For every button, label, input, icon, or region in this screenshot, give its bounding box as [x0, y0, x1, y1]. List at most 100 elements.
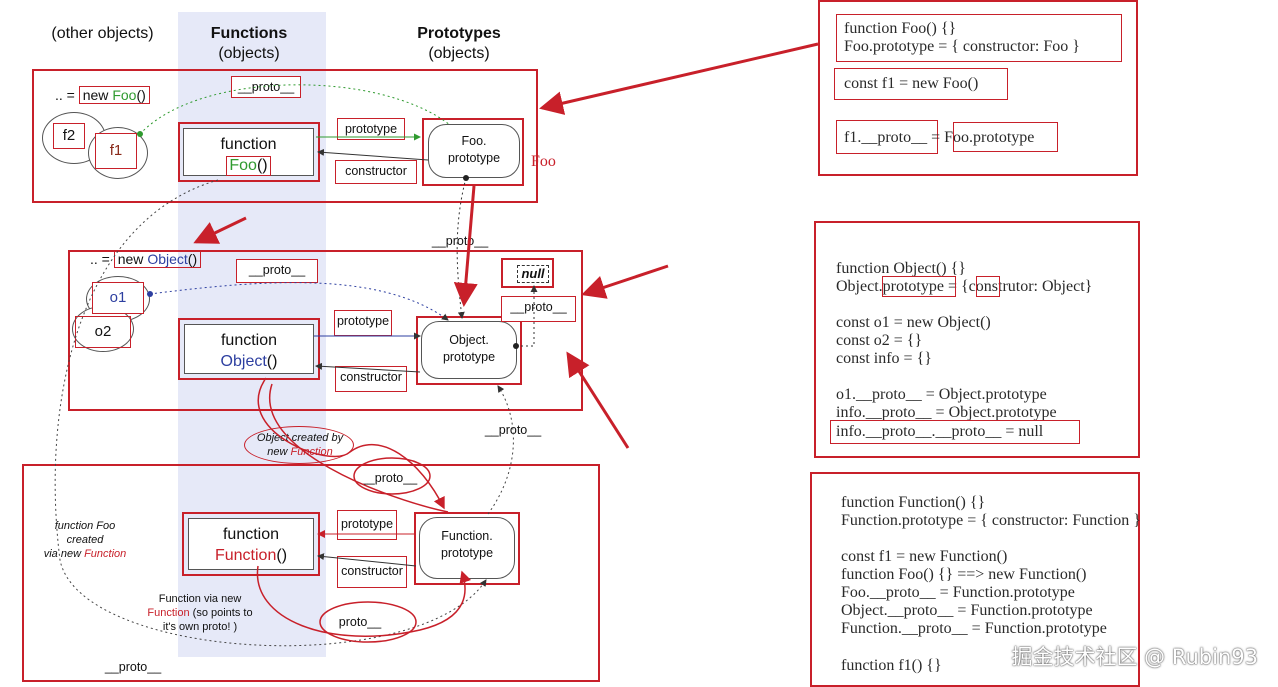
code-object-line3: const o1 = new Object() [836, 314, 991, 331]
object-function-node: function Object() [184, 324, 314, 374]
object-section-frame [68, 250, 583, 411]
function-self-note-line3: it's own proto! ) [162, 621, 238, 633]
new-object-expression: .. = new Object() [90, 250, 202, 268]
null-node: null [517, 265, 549, 283]
object-function-paren: () [266, 353, 278, 370]
f1-to-foo-prototype-dotted [139, 84, 451, 135]
o1-connector-dot [147, 291, 153, 297]
foo-function-name: Foo [229, 157, 257, 174]
foo-constructor-link-label: constructor [335, 160, 417, 184]
annotation-arrow-to-null [581, 264, 669, 299]
code-foo-line3: const f1 = new Foo() [844, 75, 979, 92]
new-foo-box: new Foo() [78, 86, 150, 104]
code-object-line8: info.__proto__.__proto__ = null [836, 423, 1044, 440]
object-function-frame [178, 318, 320, 380]
functions-header-sub: (objects) [218, 45, 280, 62]
object-constructor-link [315, 362, 421, 373]
annotation-arrow-foo-prototype-down [453, 185, 478, 307]
function-section-frame [22, 464, 600, 682]
annotation-curve-object-to-function-proto [257, 377, 445, 510]
foo-created-note: function Foo created via new Function [40, 519, 130, 561]
function-prototype-to-object-prototype-dotted [487, 385, 514, 515]
f1-object-label: f1 [95, 133, 137, 169]
annotation-circle-object-proto [353, 457, 431, 495]
annotation-arrow-to-object-section [566, 351, 630, 449]
foo-instance-proto-label: __proto__ [231, 76, 301, 98]
code-function-line1: function Function() {} [841, 494, 986, 511]
code-object-line4: const o2 = {} [836, 332, 923, 349]
code-foo-line4-right: Foo.prototype [944, 129, 1035, 146]
foo-created-note-line2: created [66, 534, 104, 546]
function-self-note-line2b: (so points to [189, 607, 253, 619]
new-foo-paren: () [136, 87, 146, 103]
foo-prototype-link-label: prototype [337, 118, 405, 140]
object-prototype-line1: Object. [449, 333, 489, 347]
function-prototype-line1: Function. [441, 529, 493, 543]
function-self-note: Function via new Function (so points to … [144, 592, 256, 634]
object-created-note-line2a: new [267, 446, 291, 458]
prototypes-header-sub: (objects) [428, 45, 490, 62]
function-constructor-link [317, 553, 417, 567]
object-prototype-line2: prototype [442, 350, 496, 364]
functions-header-title: Functions [210, 25, 288, 42]
foo-function-keyword: function [220, 136, 277, 153]
code-panel-foo-def-box [836, 14, 1122, 62]
foo-prototype-proto-label: __proto__ [431, 234, 489, 248]
code-object-null-box [830, 420, 1080, 444]
f2-object-label: f2 [53, 123, 85, 149]
code-function-line5: Foo.__proto__ = Function.prototype [841, 584, 1075, 601]
o2-object-label: o2 [75, 316, 131, 348]
foo-constructor-link [317, 148, 429, 161]
prototypes-header: Prototypes (objects) [395, 24, 523, 64]
code-function-line6: Object.__proto__ = Function.prototype [841, 602, 1093, 619]
function-function-frame [182, 512, 320, 576]
new-object-name: Object [147, 251, 188, 267]
code-foo-line4-eq: = [927, 129, 945, 146]
code-object-line1: function Object() {} [836, 260, 966, 277]
function-prototype-frame [414, 512, 520, 585]
annotation-arrow-to-foo-section [539, 42, 819, 115]
code-object-line5: const info = {} [836, 350, 932, 367]
function-constructor-link-label: constructor [337, 556, 407, 588]
foo-function-node: function Foo() [183, 128, 314, 176]
foo-created-note-line3a: via new [43, 548, 85, 560]
other-objects-header: (other objects) [40, 24, 165, 44]
code-object-constructor-box [976, 276, 1000, 297]
foo-function-to-function-prototype-dotted [54, 179, 487, 647]
object-prototype-node: Object. prototype [421, 321, 517, 379]
foo-created-note-line1: function Foo [54, 520, 116, 532]
object-function-keyword: function [220, 332, 278, 349]
o1-object-label: o1 [92, 282, 144, 314]
functions-header: Functions (objects) [185, 24, 313, 64]
new-foo-keyword: new [82, 87, 113, 103]
function-self-note-line1: Function via new [158, 593, 242, 605]
code-object-line2: Object.prototype = {construtor: Object} [836, 278, 1093, 295]
function-prototype-node: Function. prototype [419, 517, 515, 579]
null-frame [501, 258, 554, 288]
code-function-line7: Function.__proto__ = Function.prototype [841, 620, 1107, 637]
object-created-note-circle [244, 426, 354, 464]
code-function-line4: function Foo() {} ==> new Function() [841, 566, 1087, 583]
watermark: 掘金技术社区 @ Rubin93 [1011, 645, 1258, 669]
object-instance-proto-label: __proto__ [236, 259, 318, 283]
function-prototype-line2: prototype [440, 546, 494, 560]
foo-created-note-line3b: Function [84, 548, 127, 560]
code-object-prototype-box [882, 276, 956, 297]
foo-function-paren: () [256, 157, 268, 174]
foo-prototype-frame [422, 118, 524, 186]
object-function-proto-label: __proto__ [360, 471, 418, 485]
function-function-keyword: function [222, 526, 280, 543]
new-object-box: new Object() [113, 250, 202, 268]
code-foo-line4-left: f1.__proto__ [844, 129, 928, 146]
prototypes-header-title: Prototypes [417, 25, 501, 42]
new-object-prefix: .. = [90, 251, 114, 267]
code-panel-object [814, 221, 1140, 458]
function-function-name: Function [214, 547, 277, 564]
code-foo-line1: function Foo() {} [844, 20, 957, 37]
foo-section-frame [32, 69, 538, 203]
annotation-curve-function-self [256, 565, 472, 637]
foo-function-proto-label: __proto__ [104, 660, 162, 674]
foo-function-name-box: Foo() [226, 156, 271, 176]
code-function-line2: Function.prototype = { constructor: Func… [841, 512, 1141, 529]
object-prototype-null-dot [513, 343, 519, 349]
